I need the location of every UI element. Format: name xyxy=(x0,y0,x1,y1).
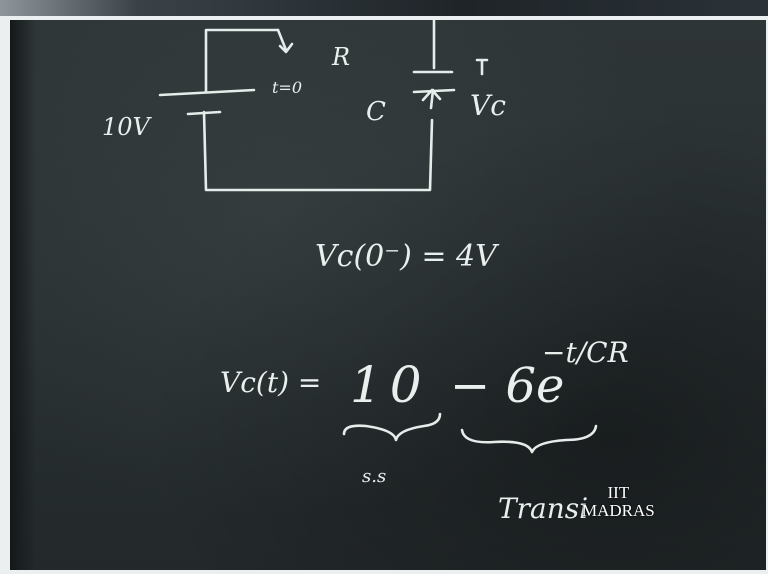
watermark-line-2: MADRAS xyxy=(582,501,655,520)
transient-term: − 6e xyxy=(450,358,564,414)
steady-state-label: s.s xyxy=(362,466,386,487)
transient-brace xyxy=(460,424,598,454)
wire-bottom xyxy=(202,110,434,192)
battery-long-plate xyxy=(158,88,256,97)
chalkboard: 10V t=0 R C Vc Vc(0⁻) = 4V Vc(t) = 10 − … xyxy=(10,20,766,570)
exponent-term: −t/CR xyxy=(542,336,629,369)
iit-madras-watermark: IIT MADRAS xyxy=(582,484,655,520)
solution-equation: Vc(t) = 10 − 6e −t/CR s.s Transi xyxy=(220,336,629,525)
switch-label: t=0 xyxy=(272,78,302,97)
plus-mark xyxy=(475,58,489,76)
solution-lhs: Vc(t) = xyxy=(220,366,321,399)
steady-state-term: 10 xyxy=(350,356,430,414)
capacitor-label: C xyxy=(366,97,386,127)
voltage-arrow xyxy=(421,88,442,110)
resistor-label: R xyxy=(331,43,350,71)
initial-condition: Vc(0⁻) = 4V xyxy=(315,239,500,274)
chalk-writing: 10V t=0 R C Vc Vc(0⁻) = 4V Vc(t) = 10 − … xyxy=(102,20,629,525)
video-top-bar xyxy=(0,0,768,16)
wire-top-left xyxy=(204,28,280,94)
switch-arrow xyxy=(276,28,288,52)
watermark-line-1: IIT xyxy=(607,483,630,502)
transient-label: Transi xyxy=(498,492,588,525)
rc-circuit: 10V t=0 R C Vc xyxy=(102,20,506,192)
switch-arrowhead xyxy=(278,42,294,54)
voltage-label: Vc xyxy=(470,89,506,122)
source-label: 10V xyxy=(102,113,153,141)
steady-brace xyxy=(342,412,442,442)
